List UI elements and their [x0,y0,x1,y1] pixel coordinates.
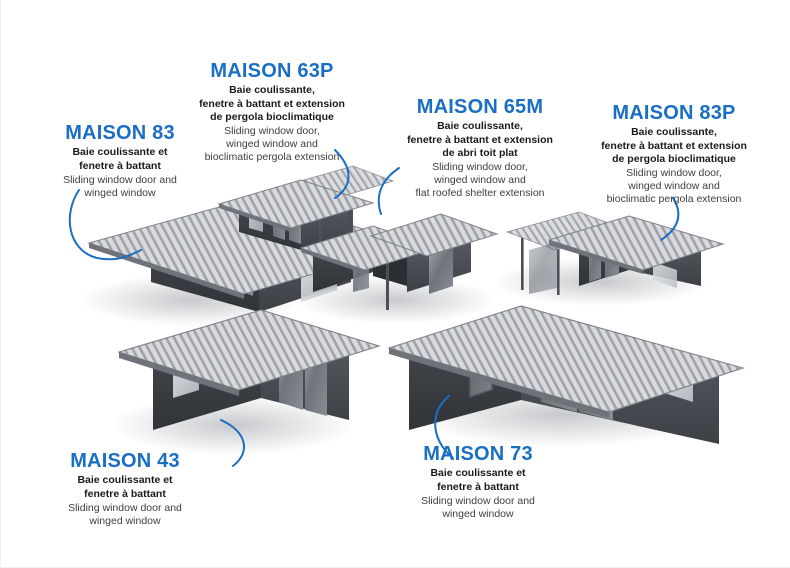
title-maison-83p: MAISON 83P [612,102,736,124]
label-maison-73: MAISON 73 Baie coulissante et fenetre à … [379,443,577,521]
en-line-1: Sliding window door and [63,173,177,186]
fr-line-1: Baie coulissante, [437,120,523,133]
title-maison-73: MAISON 73 [423,443,533,465]
leader-lines [68,149,680,467]
en-line-1: Sliding window door and [421,494,535,507]
building-maison-73 [387,305,745,444]
fr-line-2: fenetre à battant [437,480,519,493]
en-desc-maison-73: Sliding window door and winged window [379,495,577,521]
label-maison-83: MAISON 83 Baie coulissante et fenetre à … [25,122,215,200]
en-line-3: flat roofed shelter extension [415,187,545,200]
fr-line-1: Baie coulissante, [631,126,717,139]
title-maison-65m: MAISON 65M [416,96,544,118]
fr-desc-maison-43: Baie coulissante et fenetre à battant [29,474,221,500]
leader-line-maison-65m [377,167,400,215]
en-line-2: winged window [84,187,156,200]
label-maison-63p: MAISON 63P Baie coulissante, fenetre à b… [181,60,363,165]
en-line-3: bioclimatic pergola extension [606,193,742,206]
en-desc-maison-83: Sliding window door and winged window [25,174,215,200]
en-line-1: Sliding window door, [224,125,320,138]
fr-line-1: Baie coulissante et [77,474,173,487]
leader-line-maison-63p [334,149,350,199]
en-desc-maison-83p: Sliding window door, winged window and b… [579,167,769,207]
leader-line-maison-43 [220,419,245,467]
fr-desc-maison-73: Baie coulissante et fenetre à battant [379,467,577,493]
fr-line-2: fenetre à battant [84,487,166,500]
en-line-2: winged window and [226,138,318,151]
fr-line-1: Baie coulissante, [229,84,315,97]
fr-line-2: fenetre à battant et extension [601,139,747,152]
fr-line-1: Baie coulissante et [430,467,526,480]
title-maison-63p: MAISON 63P [210,60,334,82]
fr-line-2: fenetre à battant [79,159,161,172]
en-line-2: winged window and [628,180,720,193]
leader-line-maison-83p [660,197,680,241]
fr-desc-maison-65m: Baie coulissante, fenetre à battant et e… [391,120,569,160]
en-desc-maison-63p: Sliding window door, winged window and b… [181,125,363,165]
label-maison-83p: MAISON 83P Baie coulissante, fenetre à b… [579,102,769,207]
en-line-1: Sliding window door and [68,501,182,514]
en-desc-maison-43: Sliding window door and winged window [29,502,221,528]
en-line-1: Sliding window door, [626,167,722,180]
title-maison-43: MAISON 43 [70,450,180,472]
label-maison-43: MAISON 43 Baie coulissante et fenetre à … [29,450,221,528]
fr-line-3: de pergola bioclimatique [612,152,736,165]
fr-line-2: fenetre à battant et extension [199,97,345,110]
en-line-3: bioclimatic pergola extension [204,151,340,164]
fr-line-3: de abri toit plat [442,146,518,159]
en-line-1: Sliding window door, [432,161,528,174]
fr-line-3: de pergola bioclimatique [210,110,334,123]
en-desc-maison-65m: Sliding window door, winged window and f… [391,161,569,201]
fr-desc-maison-83: Baie coulissante et fenetre à battant [25,146,215,172]
building-maison-83p [505,211,725,295]
building-maison-43 [117,309,381,430]
title-maison-83: MAISON 83 [65,122,175,144]
fr-desc-maison-83p: Baie coulissante, fenetre à battant et e… [579,126,769,166]
label-maison-65m: MAISON 65M Baie coulissante, fenetre à b… [391,96,569,201]
leader-line-maison-83 [68,189,142,261]
building-maison-65m [299,213,499,310]
en-line-2: winged window and [434,174,526,187]
building-maison-63p [217,165,395,250]
fr-line-1: Baie coulissante et [72,146,168,159]
fr-line-2: fenetre à battant et extension [407,133,553,146]
en-line-2: winged window [442,508,514,521]
leader-line-maison-73 [434,395,454,459]
en-line-2: winged window [89,515,161,528]
fr-desc-maison-63p: Baie coulissante, fenetre à battant et e… [181,84,363,124]
